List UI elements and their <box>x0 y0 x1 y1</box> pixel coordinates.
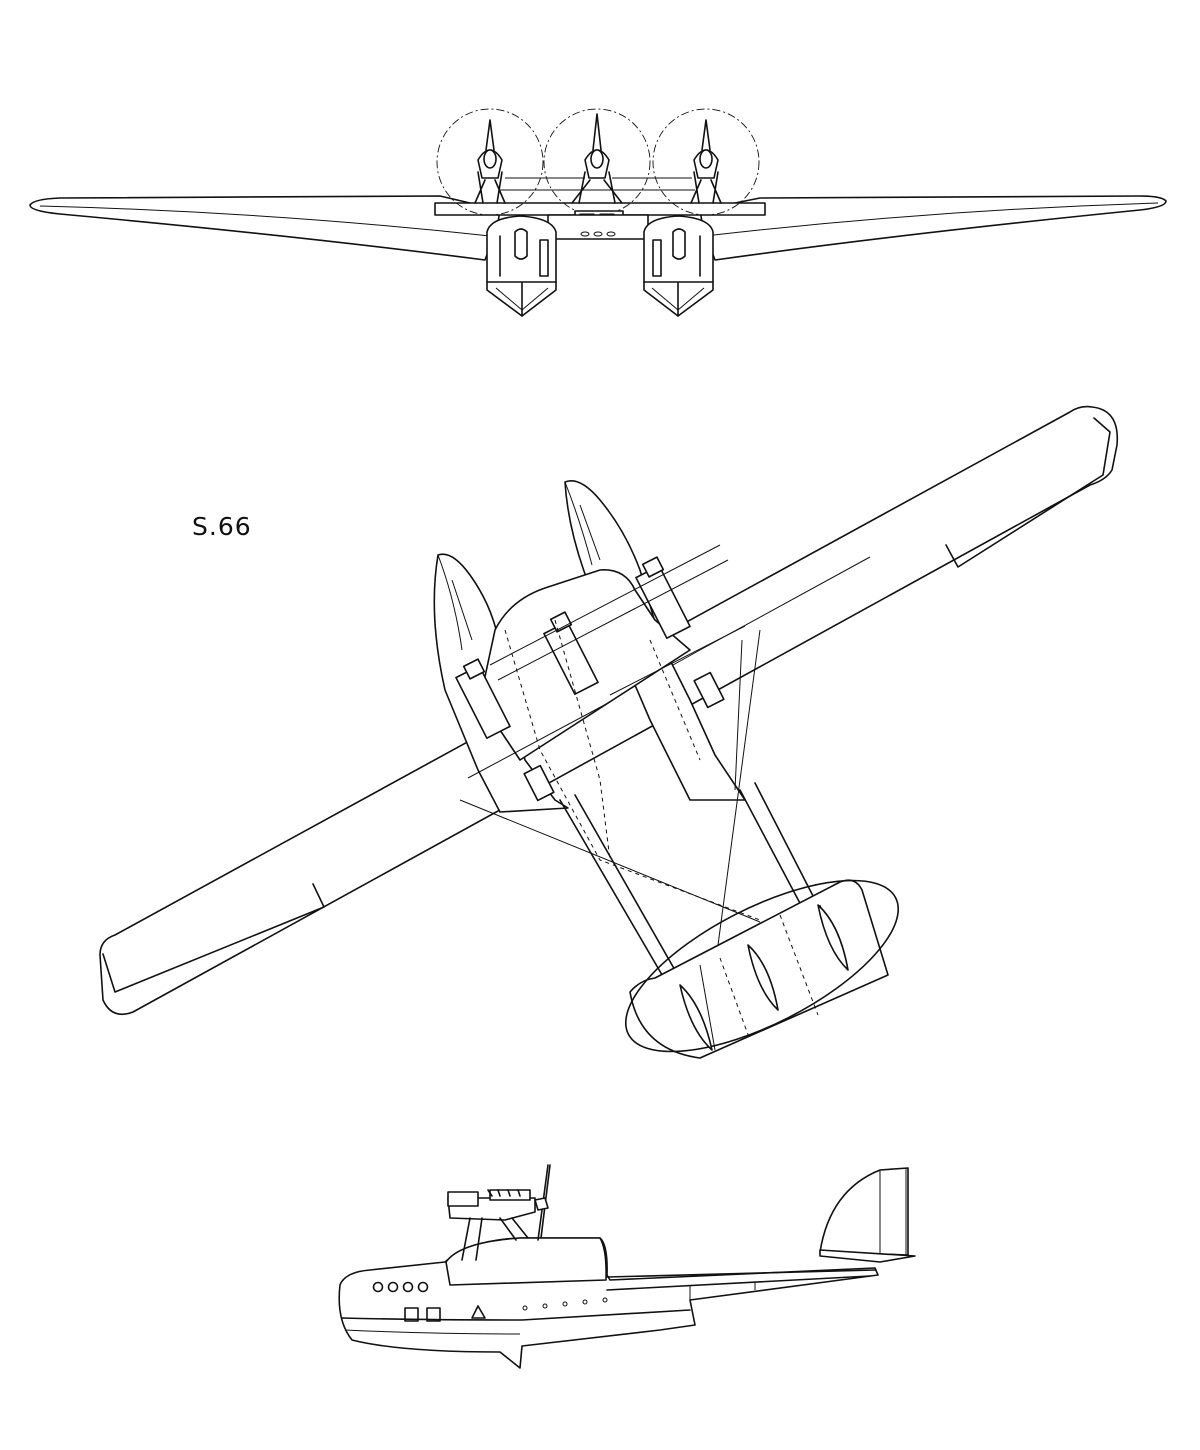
plan-engine-left <box>455 658 511 739</box>
side-view <box>338 1164 916 1369</box>
side-view-hull <box>338 1237 879 1369</box>
front-view-left-wing <box>29 195 501 261</box>
aileron-right <box>945 417 1111 568</box>
side-view-fin <box>819 1167 909 1256</box>
portholes <box>372 1281 608 1311</box>
hull-left <box>486 215 557 317</box>
front-view-right-wing <box>699 195 1167 261</box>
aileron-left <box>102 883 325 993</box>
plan-view <box>99 405 1119 1059</box>
side-window-2 <box>426 1307 441 1322</box>
tail-fin-left <box>679 984 713 1051</box>
tailplane-outline <box>624 879 900 1053</box>
engine-nacelle-centre <box>571 113 623 204</box>
hull-right <box>643 215 714 317</box>
plan-engine-centre <box>543 611 599 695</box>
propeller-disc-left <box>436 108 544 216</box>
side-window-1 <box>404 1307 419 1322</box>
aircraft-designation: S.66 <box>192 512 252 541</box>
propeller-disc-right <box>652 108 760 216</box>
plan-engine-right <box>635 556 691 639</box>
engine-nacelle-right <box>690 119 722 204</box>
tail-fin-right <box>817 904 849 971</box>
front-view <box>29 108 1167 317</box>
tail-fin-centre <box>747 944 779 1011</box>
engine-nacelle-left <box>474 119 506 204</box>
plan-view-wing <box>99 405 1119 1016</box>
